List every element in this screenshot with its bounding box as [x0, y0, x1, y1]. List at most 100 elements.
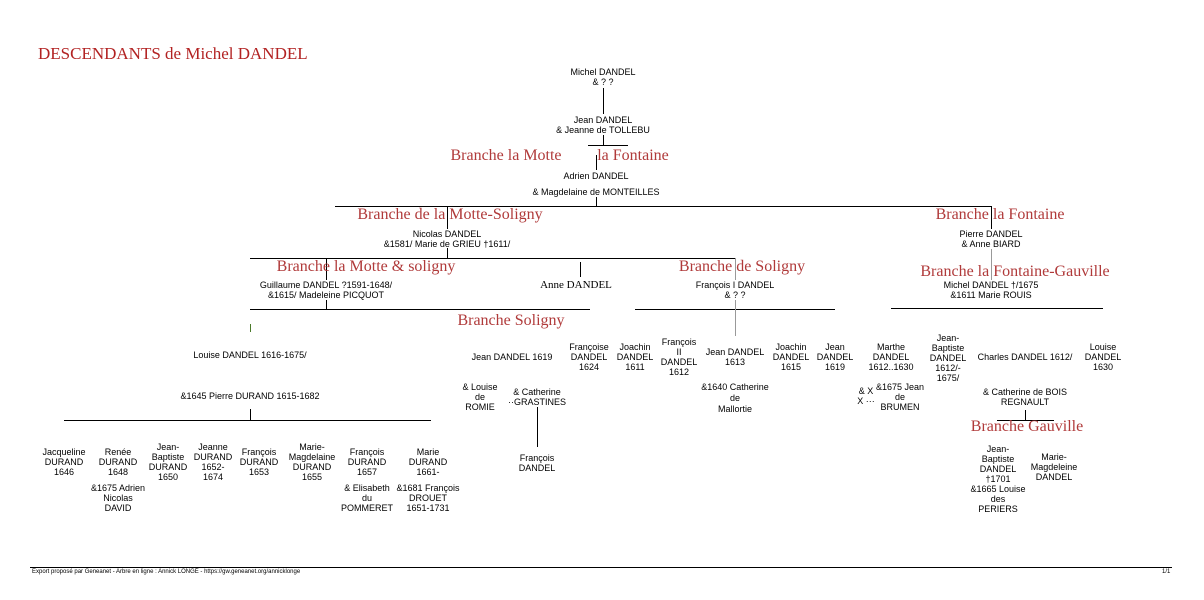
person-text-line: de [894, 392, 906, 402]
person-text-line: DURAND [239, 457, 279, 467]
person-text-line: 1630 [1092, 362, 1114, 372]
person-node[interactable]: Louise DANDEL 1616-1675/ [193, 350, 306, 360]
person-text-line: DANDEL [518, 463, 556, 473]
spouse-node[interactable]: & Catherine··GRASTINES [508, 387, 566, 407]
person-node[interactable]: Jean DANDEL 1619 [472, 352, 553, 362]
person-text-line: DANDEL [872, 352, 910, 362]
person-text-line: de [474, 392, 485, 402]
person-text-line: REGNAULT [1000, 397, 1050, 407]
connector [537, 407, 538, 447]
connector [891, 308, 1103, 309]
connector [250, 309, 590, 310]
connector [64, 420, 431, 421]
person-text-line: DURAND [347, 457, 387, 467]
person-text-line: 1650 [157, 472, 179, 482]
person-text-line: ··GRASTINES [507, 397, 567, 407]
connector [447, 206, 448, 229]
person-node[interactable]: Adrien DANDEL & Magdelaine de MONTEILLES [532, 171, 660, 197]
person-node[interactable]: Guillaume DANDEL ?1591-1648/&1615/ Madel… [260, 280, 392, 300]
person-text-line: Jean- [936, 333, 960, 343]
person-text-line: Magdelaine [288, 452, 336, 462]
person-text-line: Adrien DANDEL [563, 171, 629, 181]
person-text-line: Michel DANDEL †/1675 [943, 280, 1039, 290]
person-text-line: Guillaume DANDEL ?1591-1648/ [259, 280, 393, 290]
person-text-line: 1613 [724, 357, 746, 367]
person-node[interactable]: Nicolas DANDEL&1581/ Marie de GRIEU †161… [384, 229, 510, 249]
person-text-line: Jean DANDEL [573, 115, 633, 125]
person-text-line: 1615 [780, 362, 802, 372]
person-text-line: Joachin [619, 342, 651, 352]
person-text-line: DURAND [148, 462, 188, 472]
person-node[interactable]: Pierre DANDEL& Anne BIARD [959, 229, 1022, 249]
person-text-line: Jacqueline [42, 447, 86, 457]
person-text-line: DURAND [44, 457, 84, 467]
person-text-line: &1645 Pierre DURAND 1615-1682 [180, 391, 320, 401]
person-node[interactable]: Michel DANDEL †/1675&1611 Marie ROUIS [944, 280, 1039, 300]
person-text-line: DURAND [193, 452, 233, 462]
page-title: DESCENDANTS de Michel DANDEL [38, 44, 308, 63]
person-text-line: Mallortie [717, 404, 752, 414]
person-text-line: du [361, 493, 373, 503]
person-text-line: Anne DANDEL [540, 279, 612, 291]
person-text-line: Louise [1089, 342, 1117, 352]
connector [326, 300, 327, 309]
person-text-line: & Magdelaine de MONTEILLES [532, 187, 660, 197]
branch-label: Branche la Motte [450, 147, 562, 164]
person-text-line: †1701 [985, 474, 1011, 484]
person-node[interactable]: Charles DANDEL 1612/ [978, 352, 1073, 362]
spouse-node[interactable]: &1645 Pierre DURAND 1615-1682 [180, 391, 319, 401]
branch-label: Branche la Fontaine [935, 206, 1065, 223]
person-node[interactable]: Anne DANDEL [540, 279, 612, 291]
branch-label: Branche de Soligny [678, 258, 806, 275]
person-text-line: Jean [825, 342, 845, 352]
person-text-line: 1612/- [935, 363, 961, 373]
person-text-line: Michel DANDEL [570, 67, 636, 77]
footer-divider [30, 567, 1172, 568]
person-text-line: DANDEL [570, 352, 608, 362]
person-text-line: Baptiste [981, 454, 1015, 464]
person-text-line: Marie- [1041, 452, 1067, 462]
person-node[interactable]: Jean DANDEL& Jeanne de TOLLEBU [556, 115, 650, 135]
person-node[interactable]: Michel DANDEL& ? ? [570, 67, 635, 87]
person-node[interactable]: François I DANDEL& ? ? [696, 280, 775, 300]
person-text-line: Jean- [156, 442, 180, 452]
person-text-line: 1619 [824, 362, 846, 372]
person-text-line: DURAND [408, 457, 448, 467]
person-text-line: X ··· [857, 396, 875, 406]
person-text-line: Baptiste [151, 452, 185, 462]
person-text-line: &1665 Louise [970, 484, 1026, 494]
connector [250, 324, 251, 332]
person-text-line: 1655 [301, 472, 323, 482]
person-text-line: François [241, 447, 277, 457]
person-text-line: 1624 [578, 362, 600, 372]
